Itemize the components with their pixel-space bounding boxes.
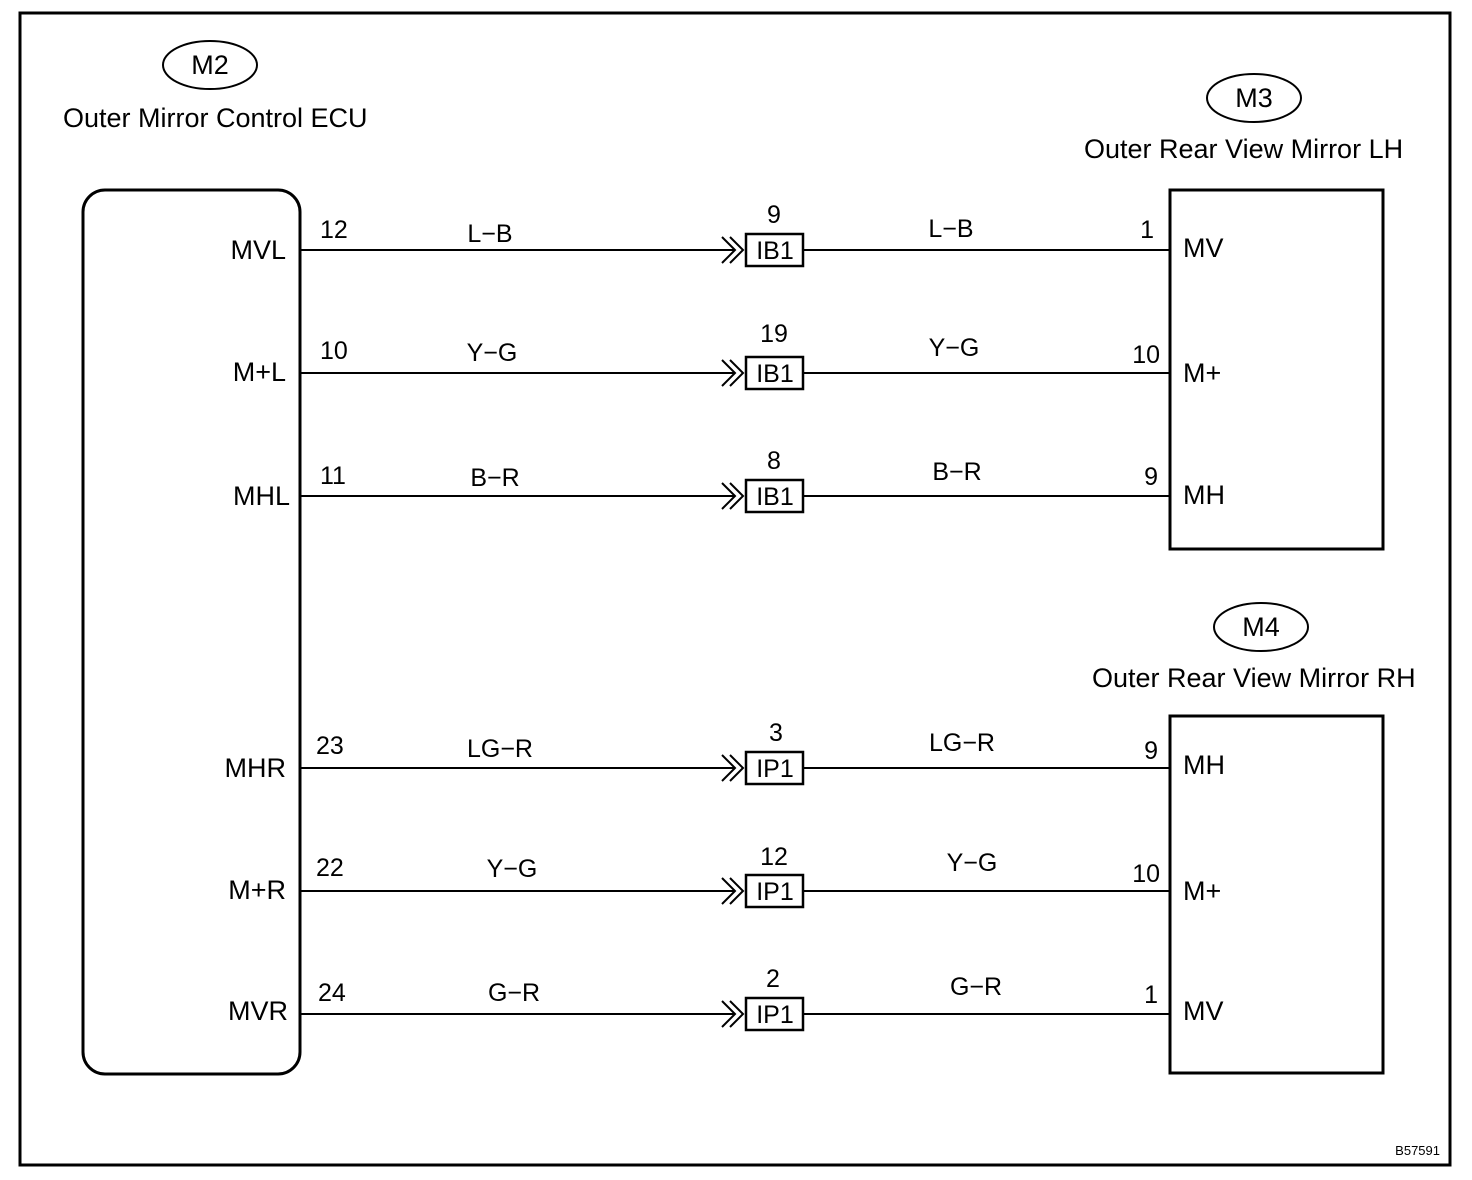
connector-chevron-icon — [729, 482, 745, 510]
circuit-row: MVR 24 G−R 2 IP1 G−R 1 MV — [228, 965, 1224, 1032]
mirror-terminal: M+ — [1183, 358, 1221, 388]
mirror-lh-name: Outer Rear View Mirror LH — [1084, 134, 1403, 164]
mirror-pin: 1 — [1140, 216, 1154, 244]
ecu-pin: 22 — [316, 854, 344, 882]
mirror-lh-body — [1168, 188, 1385, 551]
wire-color-mirror-side: LG−R — [929, 729, 995, 757]
mirror-terminal: MV — [1183, 233, 1224, 263]
mirror-terminal: M+ — [1183, 876, 1221, 906]
connector-pin: 2 — [766, 965, 780, 993]
connector-chevron-icon — [721, 754, 737, 782]
connector-chevron-icon — [721, 359, 737, 387]
connector-code: IB1 — [756, 237, 794, 265]
ecu-pin: 11 — [320, 462, 346, 490]
connector-box — [744, 478, 805, 514]
mirror-rh-body — [1168, 714, 1385, 1075]
connector-chevron-icon — [729, 877, 745, 905]
circuit-row: MHL 11 B−R 8 IB1 B−R 9 MH — [233, 447, 1225, 514]
mirror-terminal: MH — [1183, 750, 1225, 780]
wire-color-mirror-side: Y−G — [929, 334, 980, 362]
mirror-pin: 10 — [1132, 341, 1160, 369]
mirror-lh-code: M3 — [1235, 83, 1273, 113]
wire-color-mirror-side: B−R — [932, 458, 981, 486]
ecu-pin: 23 — [316, 732, 344, 760]
connector-box — [744, 750, 805, 786]
circuit-row: M+L 10 Y−G 19 IB1 Y−G 10 M+ — [233, 320, 1221, 391]
connector-box — [744, 232, 805, 268]
connector-code: IB1 — [756, 360, 794, 388]
wire-color-ecu-side: Y−G — [467, 339, 518, 367]
connector-pin: 3 — [769, 719, 783, 747]
mirror-pin: 1 — [1144, 981, 1158, 1009]
connector-chevron-icon — [729, 359, 745, 387]
connector-box — [744, 996, 805, 1032]
connector-code: IP1 — [756, 755, 794, 783]
connector-code: IB1 — [756, 483, 794, 511]
wire-color-ecu-side: B−R — [470, 464, 519, 492]
ecu-code-oval — [162, 40, 258, 90]
ecu-name: Outer Mirror Control ECU — [63, 103, 368, 133]
wire-color-mirror-side: Y−G — [947, 849, 998, 877]
mirror-terminal: MH — [1183, 480, 1225, 510]
ecu-pin: 12 — [320, 216, 348, 244]
connector-chevron-icon — [729, 754, 745, 782]
connector-pin: 12 — [760, 843, 788, 871]
connector-code: IP1 — [756, 1001, 794, 1029]
mirror-rh-code-oval — [1213, 602, 1309, 652]
mirror-pin: 9 — [1144, 463, 1158, 491]
connector-pin: 8 — [767, 447, 781, 475]
ecu-pin: 24 — [318, 979, 346, 1007]
connector-box — [744, 355, 805, 391]
ecu-terminal: MHL — [233, 481, 290, 511]
connector-chevron-icon — [721, 482, 737, 510]
connector-pin: 9 — [767, 201, 781, 229]
connector-pin: 19 — [760, 320, 788, 348]
wire-color-ecu-side: Y−G — [487, 855, 538, 883]
circuit-row: MVL 12 L−B 9 IB1 L−B 1 MV — [230, 201, 1224, 268]
ecu-code: M2 — [191, 50, 229, 80]
wire-color-mirror-side: L−B — [928, 215, 973, 243]
mirror-lh-code-oval — [1206, 73, 1302, 123]
circuit-row: M+R 22 Y−G 12 IP1 Y−G 10 M+ — [228, 843, 1221, 909]
mirror-pin: 9 — [1144, 737, 1158, 765]
mirror-rh-name: Outer Rear View Mirror RH — [1092, 663, 1416, 693]
ecu-terminal: MHR — [225, 753, 287, 783]
wire-color-ecu-side: L−B — [467, 220, 512, 248]
connector-chevron-icon — [729, 236, 745, 264]
ecu-terminal: M+R — [228, 875, 286, 905]
connector-chevron-icon — [721, 877, 737, 905]
mirror-pin: 10 — [1132, 860, 1160, 888]
circuit-row: MHR 23 LG−R 3 IP1 LG−R 9 MH — [225, 719, 1225, 786]
ecu-terminal: MVL — [230, 235, 286, 265]
connector-chevron-icon — [729, 1000, 745, 1028]
connector-code: IP1 — [756, 878, 794, 906]
ecu-pin: 10 — [320, 337, 348, 365]
connector-chevron-icon — [721, 1000, 737, 1028]
figure-id: B57591 — [1395, 1143, 1440, 1158]
connector-chevron-icon — [721, 236, 737, 264]
wire-color-ecu-side: LG−R — [467, 735, 533, 763]
mirror-rh-code: M4 — [1242, 612, 1280, 642]
wire-color-mirror-side: G−R — [950, 973, 1002, 1001]
mirror-terminal: MV — [1183, 996, 1224, 1026]
ecu-terminal: MVR — [228, 996, 288, 1026]
ecu-body — [81, 188, 302, 1076]
wire-color-ecu-side: G−R — [488, 979, 540, 1007]
ecu-terminal: M+L — [233, 357, 286, 387]
